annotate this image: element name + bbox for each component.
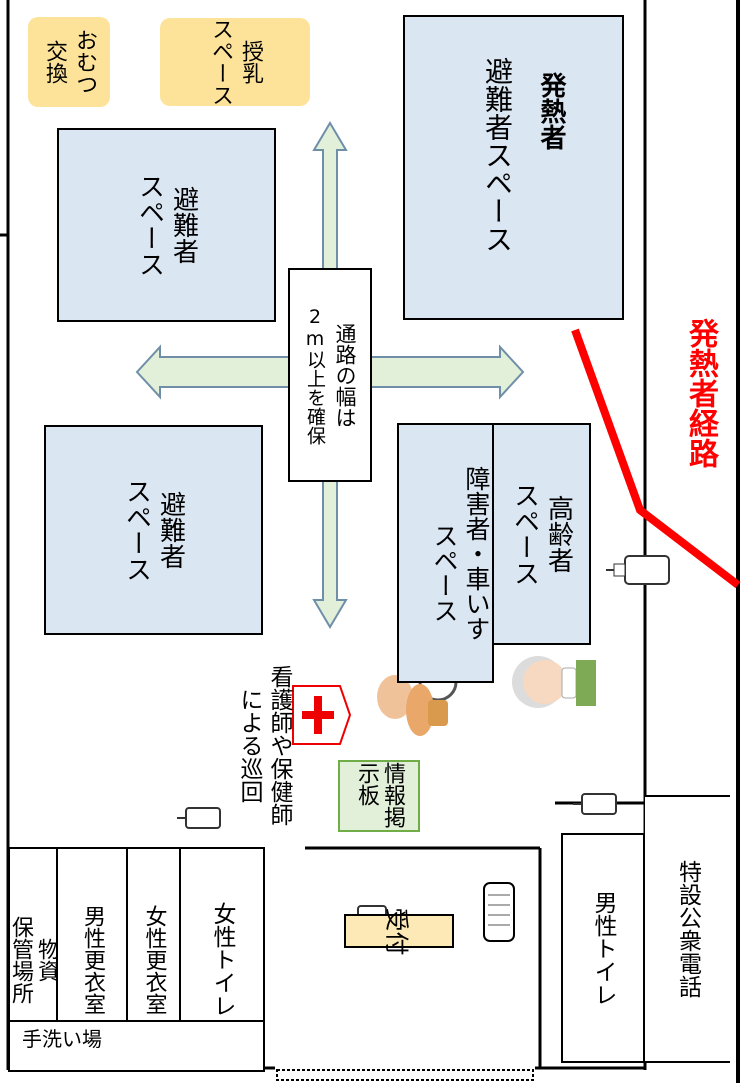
room-label: 保管場所 <box>8 915 33 1004</box>
corridor-width-note: 通路の幅は 2m以上を確保 <box>288 268 372 482</box>
sanitizer-icon <box>177 807 221 829</box>
room-label: 女性更衣室 <box>141 904 167 1015</box>
note-line: 看護師や保健師 <box>266 664 292 826</box>
fever-route-label: 発熱者経路 <box>683 318 718 468</box>
note-line: 2m以上を確保 <box>304 305 326 445</box>
reception-desk: 受付 <box>344 907 454 955</box>
evacuee-space-b: 避難者 スペース <box>44 425 263 635</box>
handwash-area: 手洗い場 <box>8 1020 265 1072</box>
nursing-space-tag: 授乳 スペース <box>160 18 310 106</box>
fever-bubble-label: 発熱者 <box>536 72 566 150</box>
elderly-space: 高齢者 スペース <box>492 423 591 645</box>
note-line: 通路の幅は <box>333 322 357 428</box>
space-label: 障害者・車いす <box>462 465 491 641</box>
room-label: 男性トイレ <box>590 890 616 1006</box>
space-label: スペース <box>134 173 165 277</box>
space-label: 高齢者 <box>543 495 574 573</box>
info-board-label: 情報掲示板 <box>354 762 405 828</box>
space-label: 避難者スペース <box>481 57 514 253</box>
room-label: 特設公衆電話 <box>674 860 701 998</box>
public-phone: 特設公衆電話 <box>645 795 730 1063</box>
space-label: スペース <box>430 523 459 623</box>
room-label: 女性トイレ <box>209 902 235 1017</box>
tag-line: スペース <box>208 18 233 106</box>
disabled-wheelchair-space: 障害者・車いす スペース <box>397 423 494 683</box>
elderly-person-icon <box>512 645 597 717</box>
space-label: 避難者 <box>168 186 199 264</box>
room-label: 男性更衣室 <box>80 904 105 1015</box>
tag-line: おむつ <box>72 29 97 95</box>
sanitizer-icon <box>606 555 670 585</box>
space-label: 避難者 <box>155 491 186 569</box>
space-label: スペース <box>121 478 152 582</box>
evacuee-space-c: 避難者スペース <box>403 15 624 320</box>
fever-route-line <box>571 328 741 589</box>
tag-line: 交換 <box>42 40 67 84</box>
reception-label: 受付 <box>382 907 411 955</box>
tag-line: 授乳 <box>238 40 263 84</box>
room-label: 物資 <box>34 937 59 982</box>
evacuee-space-a: 避難者 スペース <box>57 128 276 322</box>
mask-icon <box>483 882 515 942</box>
space-label: スペース <box>509 482 540 586</box>
entrance-door <box>276 1069 534 1081</box>
note-line: による巡回 <box>236 687 262 803</box>
male-toilet: 男性トイレ <box>561 833 645 1063</box>
info-board: 情報掲示板 <box>338 760 420 832</box>
nurse-patrol-note: 看護師や保健師 による巡回 <box>222 640 294 850</box>
sanitizer-icon <box>573 793 617 815</box>
diaper-change-tag: おむつ 交換 <box>28 17 110 107</box>
room-label: 手洗い場 <box>22 1027 102 1051</box>
